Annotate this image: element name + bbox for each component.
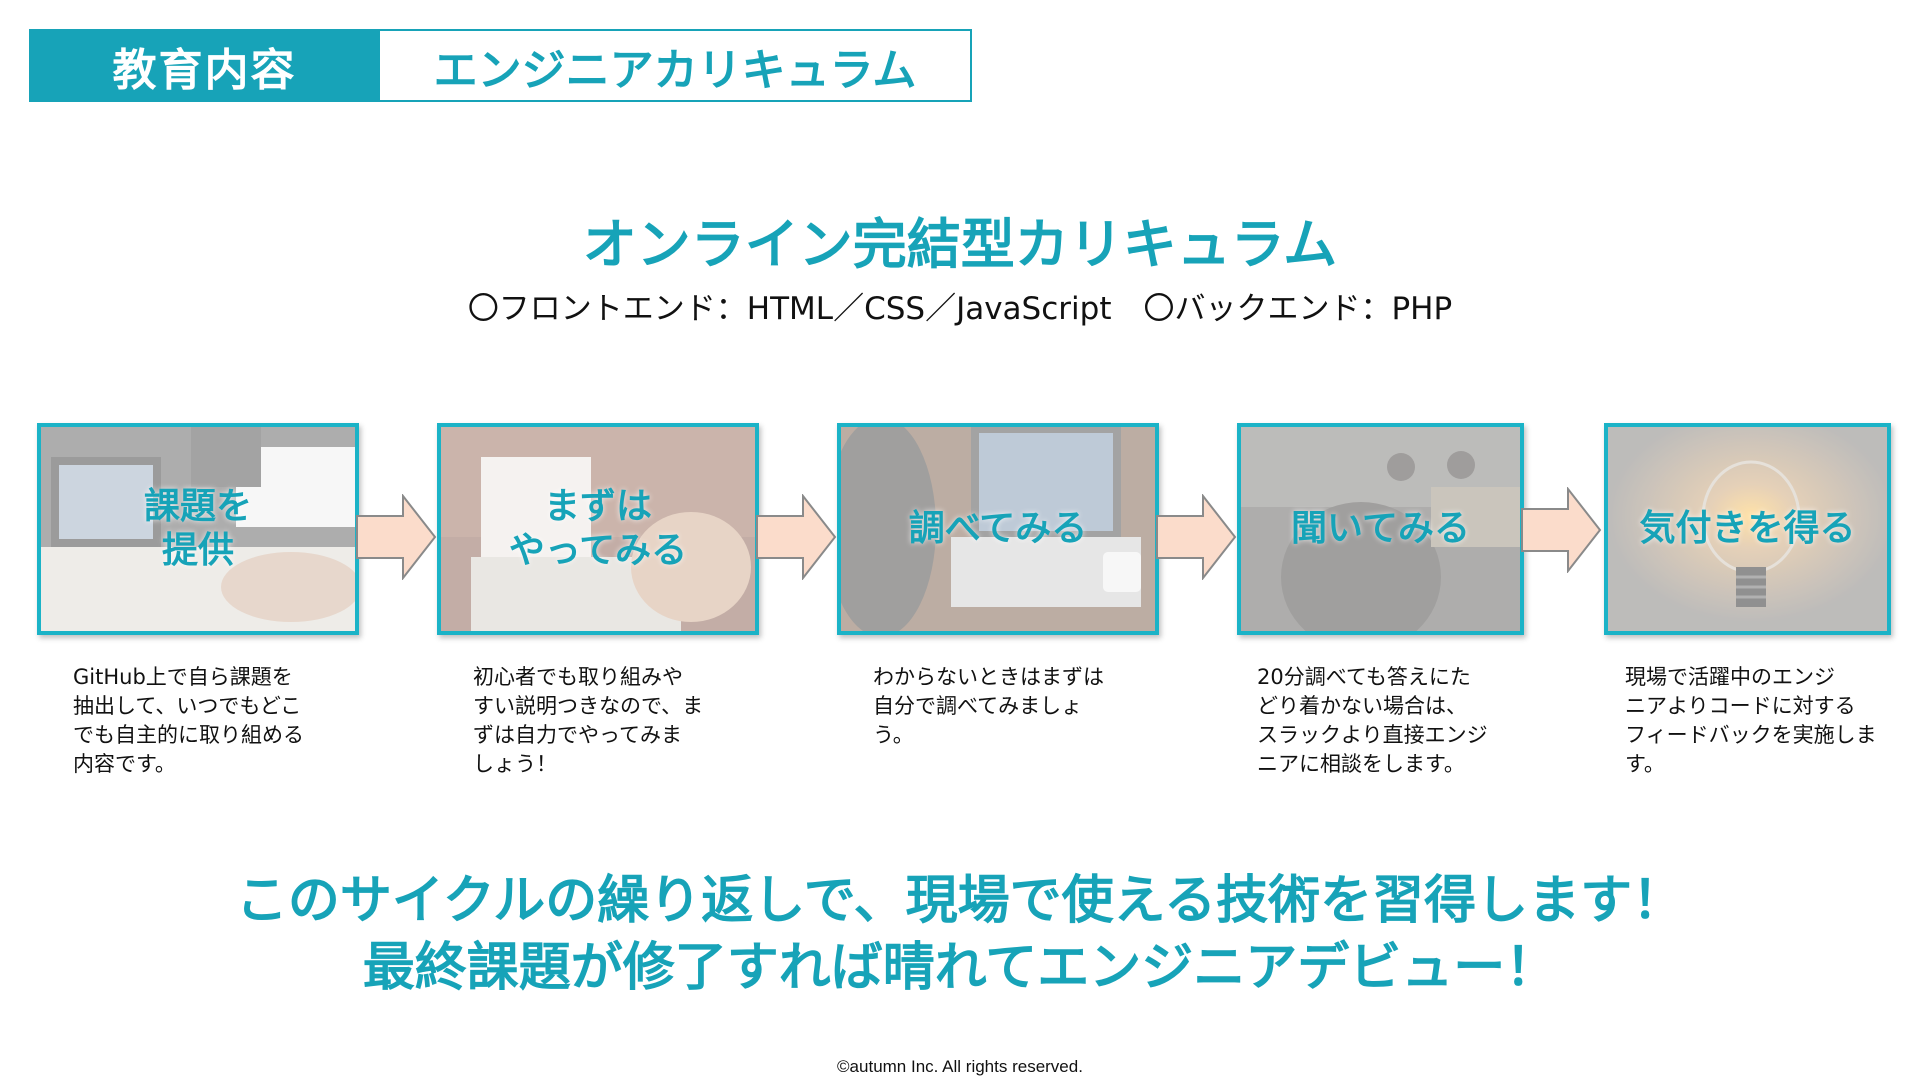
step-research: 調べてみる bbox=[837, 423, 1159, 635]
step-label: 気付きを得る bbox=[1608, 427, 1887, 631]
arrow-right-icon bbox=[1520, 487, 1602, 573]
step-card: まずは やってみる bbox=[437, 423, 759, 635]
step-label: 調べてみる bbox=[841, 427, 1155, 631]
closing-line-1: このサイクルの繰り返しで、現場で使える技術を習得します！ bbox=[0, 858, 1920, 933]
step-card: 気付きを得る bbox=[1604, 423, 1891, 635]
section-header: 教育内容 エンジニアカリキュラム bbox=[29, 29, 972, 102]
step-description: GitHub上で自ら課題を 抽出して、いつでもどこ でも自主的に取り組める 内容… bbox=[73, 663, 304, 779]
step-label: まずは やってみる bbox=[441, 427, 755, 631]
copyright: ©autumn Inc. All rights reserved. bbox=[0, 1057, 1920, 1077]
step-ask: 聞いてみる bbox=[1237, 423, 1524, 635]
step-card: 調べてみる bbox=[837, 423, 1159, 635]
step-description: わからないときはまずは 自分で調べてみましょ う。 bbox=[873, 663, 1104, 750]
page-title: オンライン完結型カリキュラム bbox=[0, 200, 1920, 279]
track-frontend: 〇フロントエンド：HTML／CSS／JavaScript bbox=[468, 291, 1112, 327]
section-tag: 教育内容 bbox=[29, 29, 380, 102]
step-description: 20分調べても答えにた どり着かない場合は、 スラックより直接エンジ ニアに相談… bbox=[1257, 663, 1488, 779]
step-label: 課題を 提供 bbox=[41, 427, 355, 631]
step-description: 現場で活躍中のエンジ ニアよりコードに対する フィードバックを実施しま す。 bbox=[1625, 663, 1877, 779]
arrow-right-icon bbox=[1155, 494, 1237, 580]
closing-line-2: 最終課題が修了すれば晴れてエンジニアデビュー！ bbox=[0, 925, 1920, 1000]
step-description: 初心者でも取り組みや すい説明つきなので、ま ずは自力でやってみま しょう！ bbox=[473, 663, 703, 779]
step-label: 聞いてみる bbox=[1241, 427, 1520, 631]
track-backend: 〇バックエンド：PHP bbox=[1143, 291, 1452, 327]
step-try-first: まずは やってみる bbox=[437, 423, 759, 635]
step-provide-task: 課題を 提供 bbox=[37, 423, 359, 635]
step-card: 聞いてみる bbox=[1237, 423, 1524, 635]
section-title: エンジニアカリキュラム bbox=[380, 29, 972, 102]
step-card: 課題を 提供 bbox=[37, 423, 359, 635]
arrow-right-icon bbox=[755, 494, 837, 580]
tracks-line: 〇フロントエンド：HTML／CSS／JavaScript 〇バックエンド：PHP bbox=[0, 283, 1920, 328]
step-insight: 気付きを得る bbox=[1604, 423, 1891, 635]
arrow-right-icon bbox=[355, 494, 437, 580]
